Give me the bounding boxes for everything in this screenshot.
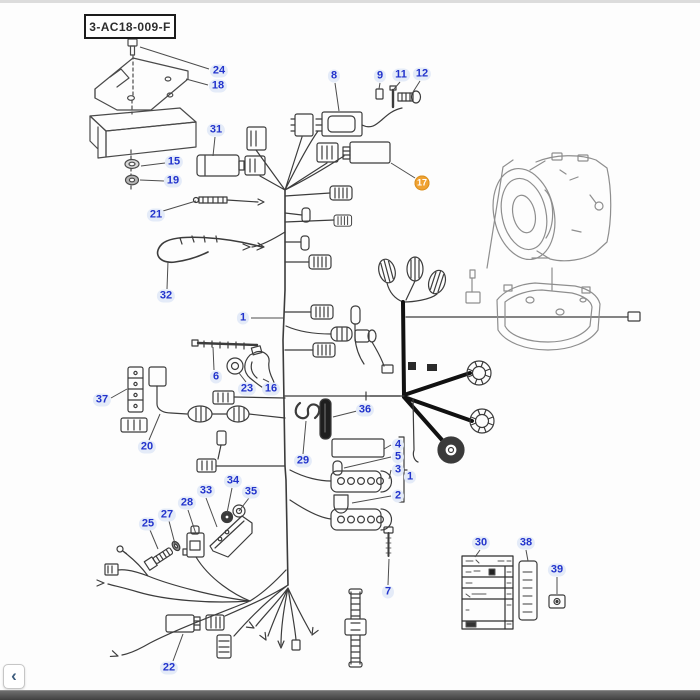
part-callout-35[interactable]: 35 bbox=[241, 485, 261, 499]
part-callout-11[interactable]: 11 bbox=[392, 68, 410, 82]
part-callout-7[interactable]: 7 bbox=[381, 585, 395, 599]
part-callout-37[interactable]: 37 bbox=[92, 393, 112, 407]
part-callout-4[interactable]: 4 bbox=[391, 438, 405, 452]
part-callout-20[interactable]: 20 bbox=[137, 440, 157, 454]
part-callout-23[interactable]: 23 bbox=[237, 382, 257, 396]
part-callout-3[interactable]: 3 bbox=[391, 463, 405, 477]
part-callout-28[interactable]: 28 bbox=[177, 496, 197, 510]
part-callout-24[interactable]: 24 bbox=[209, 64, 229, 78]
part-callout-6[interactable]: 6 bbox=[209, 370, 223, 384]
part-callout-2[interactable]: 2 bbox=[391, 489, 405, 503]
part-callout-29[interactable]: 29 bbox=[293, 454, 313, 468]
part-callout-30[interactable]: 30 bbox=[471, 536, 491, 550]
back-button[interactable]: ‹ bbox=[3, 664, 25, 689]
part-callout-19[interactable]: 19 bbox=[163, 174, 183, 188]
part-callout-17[interactable]: 17 bbox=[414, 175, 430, 191]
part-callout-38[interactable]: 38 bbox=[516, 536, 536, 550]
part-callout-21[interactable]: 21 bbox=[146, 208, 166, 222]
part-callout-39[interactable]: 39 bbox=[547, 563, 567, 577]
part-callout-12[interactable]: 12 bbox=[412, 67, 432, 81]
part-callout-25[interactable]: 25 bbox=[138, 517, 158, 531]
part-callout-18[interactable]: 18 bbox=[208, 79, 228, 93]
part-callout-33[interactable]: 33 bbox=[196, 484, 216, 498]
top-strip bbox=[0, 0, 700, 3]
bottom-toolbar bbox=[0, 690, 700, 700]
page-reference-text: 3-AC18-009-F bbox=[89, 19, 171, 34]
chevron-left-icon: ‹ bbox=[11, 666, 17, 685]
part-callout-5[interactable]: 5 bbox=[391, 450, 405, 464]
part-callout-22[interactable]: 22 bbox=[159, 661, 179, 675]
part-callout-15[interactable]: 15 bbox=[164, 155, 184, 169]
part-callout-1[interactable]: 1 bbox=[403, 470, 417, 484]
part-callout-27[interactable]: 27 bbox=[157, 508, 177, 522]
part-callout-36[interactable]: 36 bbox=[355, 403, 375, 417]
part-callout-16[interactable]: 16 bbox=[261, 382, 281, 396]
part-callout-32[interactable]: 32 bbox=[156, 289, 176, 303]
part-callout-8[interactable]: 8 bbox=[327, 69, 341, 83]
part-callout-1[interactable]: 1 bbox=[236, 311, 250, 325]
part-callout-31[interactable]: 31 bbox=[206, 123, 226, 137]
part-callout-34[interactable]: 34 bbox=[223, 474, 243, 488]
page-reference-box: 3-AC18-009-F bbox=[84, 14, 176, 39]
part-callout-9[interactable]: 9 bbox=[373, 69, 387, 83]
